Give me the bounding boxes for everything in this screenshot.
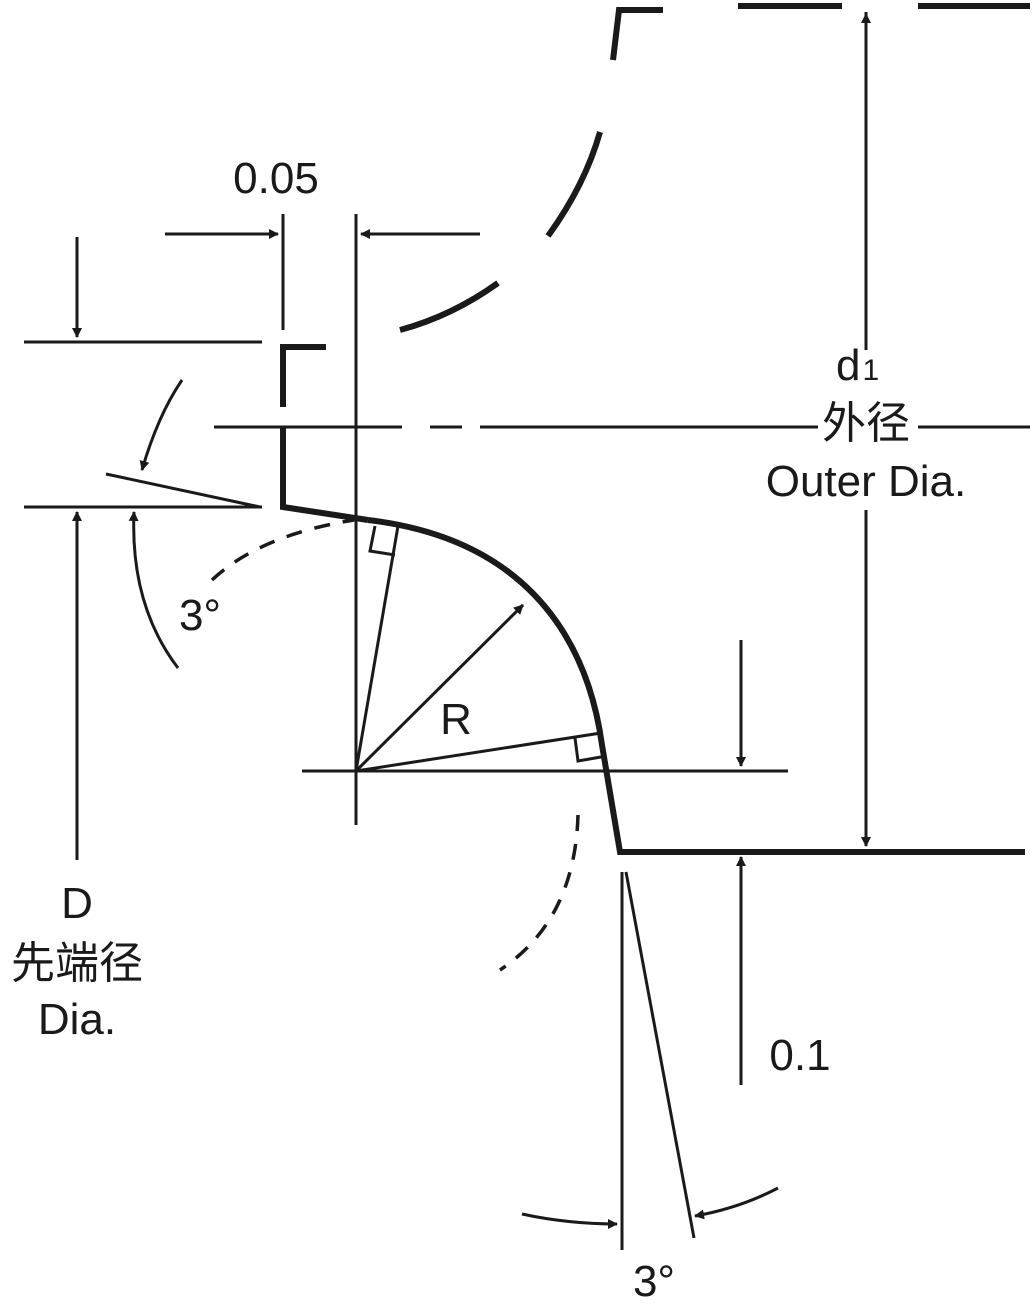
label-0.05: 0.05 [233, 154, 319, 203]
dim-d1-outer-dia: d1 外径 Outer Dia. [766, 12, 967, 847]
dim-D-tip-dia: D 先端径 Dia. [11, 237, 262, 1044]
construction-arcs [210, 518, 580, 972]
dim-bottom-angle: 3° [521, 871, 779, 1306]
radius-construction: R [354, 525, 602, 773]
part-profile [280, 344, 1025, 855]
label-tip-angle: 3° [179, 591, 221, 640]
dim-0.1: 0.1 [736, 640, 831, 1085]
label-outer-dia-en: Outer Dia. [766, 457, 967, 506]
right-angle-mark-upper [368, 525, 396, 557]
label-tip-dia-en: Dia. [38, 995, 116, 1044]
outer-profile-dashed [399, 3, 1030, 333]
dim-tip-angle: 3° [105, 379, 261, 669]
center-lines [214, 214, 1030, 825]
label-outer-dia-jp: 外径 [822, 399, 910, 448]
dim-0.05: 0.05 [165, 154, 480, 330]
label-0.1: 0.1 [769, 1031, 830, 1080]
label-bottom-angle: 3° [633, 1257, 675, 1306]
label-tip-dia-jp: 先端径 [11, 939, 143, 988]
label-d1-symbol: d1 [836, 341, 879, 390]
label-radius: R [440, 695, 472, 744]
right-angle-mark-lower [573, 737, 602, 763]
label-D-symbol: D [61, 879, 93, 928]
